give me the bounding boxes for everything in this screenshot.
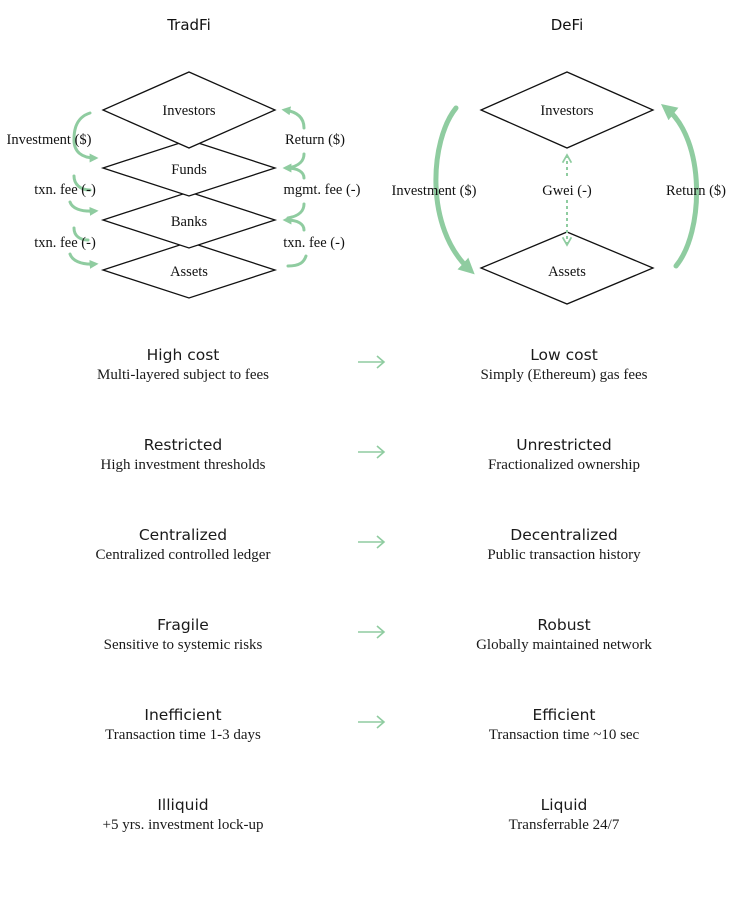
tradfi-label-txn-fee-2: txn. fee (-) [34,235,96,251]
tradfi-right-arrows [285,110,308,268]
to-subtitle: Simply (Ethereum) gas fees [480,367,648,383]
from-subtitle: +5 yrs. investment lock-up [102,817,264,833]
comparison-to: Unrestricted Fractionalized ownership [414,435,714,475]
comparison-from: High cost Multi-layered subject to fees [33,345,333,385]
to-title: Unrestricted [516,436,612,454]
comparison-row: Inefficient Transaction time 1-3 days Ef… [0,705,746,755]
comparison-to: Efficient Transaction time ~10 sec [414,705,714,745]
comparison-row: Fragile Sensitive to systemic risks Robu… [0,615,746,665]
from-title: Inefficient [144,706,222,724]
comparison-to: Robust Globally maintained network [414,615,714,655]
comparison-row: Illiquid +5 yrs. investment lock-up Liqu… [0,795,746,845]
tradfi-label-mgmt-fee: mgmt. fee (-) [284,182,361,198]
arrow-right-icon [358,625,386,639]
defi-label-return: Return ($) [666,183,726,199]
comparison-from: Inefficient Transaction time 1-3 days [33,705,333,745]
to-subtitle: Fractionalized ownership [487,457,641,473]
defi-title: DeFi [551,16,583,34]
arrow-right-icon [358,445,386,459]
from-subtitle: Centralized controlled ledger [95,547,271,563]
tradfi-layer-banks [100,191,278,249]
tradfi-layer-funds [100,139,278,197]
from-title: Illiquid [157,796,209,814]
comparison-from: Centralized Centralized controlled ledge… [33,525,333,565]
finance-diagram: TradFi DeFi Investors Funds Banks Assets… [7,16,726,305]
tradfi-layer-assets [100,241,278,299]
comparison-from: Fragile Sensitive to systemic risks [33,615,333,655]
defi-label-gwei: Gwei (-) [542,183,592,199]
tradfi-layer-investors [101,71,277,149]
arrow-right-icon [358,355,386,369]
comparison-to: Liquid Transferrable 24/7 [414,795,714,835]
to-title: Decentralized [510,526,618,544]
to-subtitle: Public transaction history [487,547,641,563]
arrow-right-icon [358,535,386,549]
defi-arrow-investment [433,105,475,275]
tradfi-label-txn-fee-1: txn. fee (-) [34,182,96,198]
arrow-right-icon [358,715,386,729]
tradfi-arrow-investment [72,111,99,163]
to-subtitle: Transferrable 24/7 [508,817,620,833]
from-subtitle: Multi-layered subject to fees [96,367,270,383]
tradfi-layer-investors-label: Investors [162,103,216,119]
tradfi-layer-funds-label: Funds [171,162,207,178]
defi-stack [479,71,655,305]
to-subtitle: Transaction time ~10 sec [488,727,640,743]
defi-label-investment: Investment ($) [392,183,477,199]
to-title: Efficient [532,706,596,724]
from-subtitle: High investment thresholds [100,457,266,473]
from-title: High cost [146,346,220,364]
tradfi-arrow-txn-1 [68,174,95,211]
comparison-from: Restricted High investment thresholds [33,435,333,475]
tradfi-title: TradFi [166,16,211,34]
to-title: Robust [537,616,591,634]
comparison-to: Low cost Simply (Ethereum) gas fees [414,345,714,385]
tradfi-label-investment: Investment ($) [7,132,92,148]
to-title: Low cost [530,346,598,364]
to-title: Liquid [540,796,588,814]
defi-layer-assets-label: Assets [548,264,586,280]
comparison-row: Centralized Centralized controlled ledge… [0,525,746,575]
from-title: Fragile [157,616,209,634]
tradfi-label-txn-fee-3: txn. fee (-) [283,235,345,251]
tradfi-stack [100,71,278,299]
tradfi-layer-assets-label: Assets [170,264,208,280]
comparison-from: Illiquid +5 yrs. investment lock-up [33,795,333,835]
from-subtitle: Sensitive to systemic risks [103,637,263,653]
tradfi-arrow-txn-2 [68,226,95,264]
to-subtitle: Globally maintained network [476,637,652,653]
defi-layer-assets [479,231,655,305]
comparison-to: Decentralized Public transaction history [414,525,714,565]
defi-layer-investors-label: Investors [540,103,594,119]
comparison-row: Restricted High investment thresholds Un… [0,435,746,485]
tradfi-arrow-txn-3 [286,220,308,268]
from-title: Restricted [143,436,223,454]
defi-layer-investors [479,71,655,149]
from-subtitle: Transaction time 1-3 days [105,727,261,743]
tradfi-left-arrows [68,111,99,264]
tradfi-layer-banks-label: Banks [171,214,208,230]
tradfi-label-return: Return ($) [285,132,345,148]
defi-arrow-return [661,103,699,269]
comparison-row: High cost Multi-layered subject to fees … [0,345,746,395]
from-title: Centralized [138,526,228,544]
